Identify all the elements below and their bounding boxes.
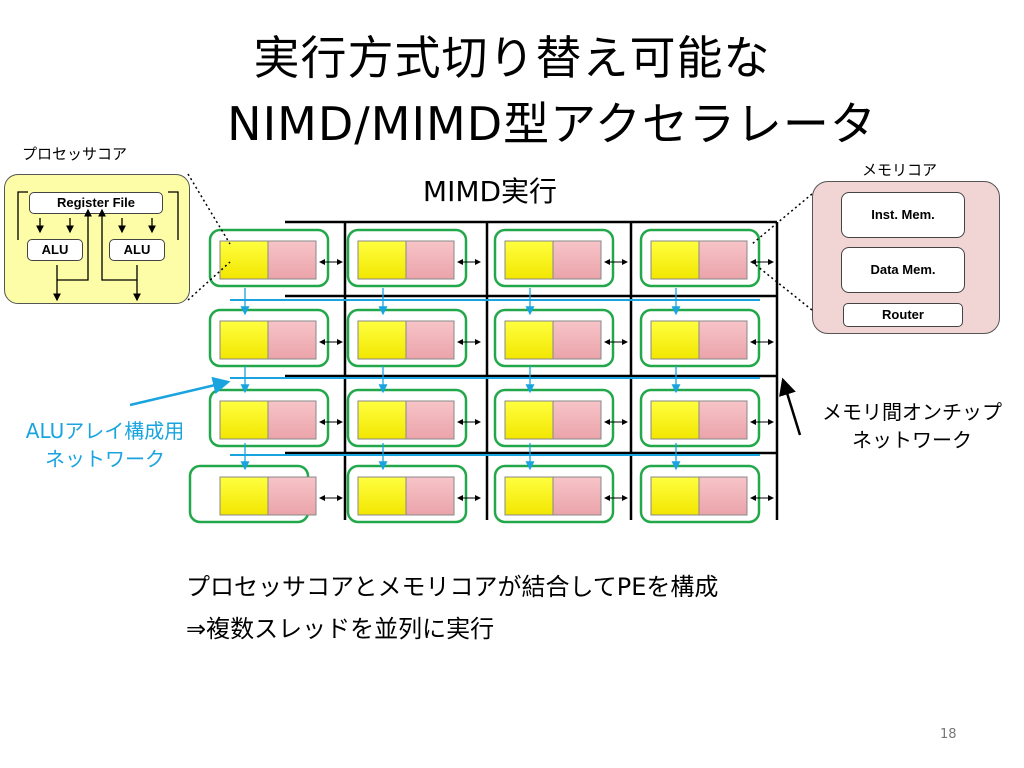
pe-2-3-memory bbox=[698, 400, 748, 440]
pe-0-2-frame bbox=[493, 228, 615, 288]
pe-3-2-processor bbox=[504, 476, 554, 516]
register-file-box: Register File bbox=[29, 192, 163, 214]
alu-network-pointer bbox=[129, 376, 231, 407]
pe-1-0-memory bbox=[267, 320, 317, 360]
pe-0-2-memory bbox=[552, 240, 602, 280]
pe-3-2-memory bbox=[552, 476, 602, 516]
pe-1-1-processor bbox=[357, 320, 407, 360]
pe-0-3-frame bbox=[639, 228, 761, 288]
alu-box-right: ALU bbox=[109, 239, 165, 261]
slide-title-line1: 実行方式切り替え可能な bbox=[253, 31, 771, 85]
inst-mem-box: Inst. Mem. bbox=[841, 192, 965, 238]
pe-2-3-frame bbox=[639, 388, 761, 448]
pe-2-0-frame bbox=[208, 388, 330, 448]
memory-core-label: メモリコア bbox=[862, 161, 938, 179]
pe-1-3-memory bbox=[698, 320, 748, 360]
pe-3-3-processor bbox=[650, 476, 700, 516]
pe-1-2-memory bbox=[552, 320, 602, 360]
pe-0-3-memory bbox=[698, 240, 748, 280]
pe-0-2-processor bbox=[504, 240, 554, 280]
pe-2-1-frame bbox=[346, 388, 468, 448]
pe-2-1-processor bbox=[357, 400, 407, 440]
alu-network-label: ALUアレイ構成用 ネットワーク bbox=[0, 417, 210, 473]
pe-0-1-processor bbox=[357, 240, 407, 280]
pe-1-1-frame bbox=[346, 308, 468, 368]
description-line2: ⇒複数スレッドを並列に実行 bbox=[186, 615, 495, 643]
mem-network-pointer bbox=[779, 377, 802, 436]
pe-3-1-memory bbox=[405, 476, 455, 516]
pe-1-0-processor bbox=[219, 320, 269, 360]
pe-0-1-memory bbox=[405, 240, 455, 280]
mem-network-label: メモリ間オンチップ ネットワーク bbox=[800, 398, 1024, 454]
pe-2-0-memory bbox=[267, 400, 317, 440]
pe-1-2-frame bbox=[493, 308, 615, 368]
pe-1-1-memory bbox=[405, 320, 455, 360]
router-box: Router bbox=[843, 303, 963, 327]
processor-core-detail: Register File ALU ALU bbox=[4, 174, 190, 304]
pe-3-0-processor bbox=[219, 476, 269, 516]
pe-3-1-frame bbox=[346, 464, 468, 524]
pe-2-3-processor bbox=[650, 400, 700, 440]
mem-network-label-line1: メモリ間オンチップ bbox=[822, 400, 1002, 424]
pe-2-2-frame bbox=[493, 388, 615, 448]
memory-core-detail: Inst. Mem. Data Mem. Router bbox=[812, 181, 1000, 334]
pe-0-3-processor bbox=[650, 240, 700, 280]
processor-core-wiring bbox=[17, 191, 179, 302]
pe-3-3-memory bbox=[698, 476, 748, 516]
pe-1-2-processor bbox=[504, 320, 554, 360]
processor-core-label: プロセッサコア bbox=[22, 145, 128, 163]
pe-0-0-frame bbox=[208, 228, 330, 288]
description-line1: プロセッサコアとメモリコアが結合してPEを構成 bbox=[186, 573, 719, 601]
alu-network-label-line1: ALUアレイ構成用 bbox=[25, 419, 185, 443]
execution-mode-subtitle: MIMD実行 bbox=[422, 175, 558, 208]
pe-2-1-memory bbox=[405, 400, 455, 440]
pe-1-3-processor bbox=[650, 320, 700, 360]
pe-3-2-frame bbox=[493, 464, 615, 524]
slide-title-line2: NIMD/MIMD型アクセラレータ bbox=[227, 97, 877, 151]
pe-3-0-memory bbox=[267, 476, 317, 516]
mem-network-label-line2: ネットワーク bbox=[852, 428, 972, 452]
pe-1-3-frame bbox=[639, 308, 761, 368]
pe-0-1-frame bbox=[346, 228, 468, 288]
pe-2-2-memory bbox=[552, 400, 602, 440]
pe-0-0-memory bbox=[267, 240, 317, 280]
pe-0-0-processor bbox=[219, 240, 269, 280]
data-mem-box: Data Mem. bbox=[841, 247, 965, 293]
pe-1-0-frame bbox=[208, 308, 330, 368]
page-number: 18 bbox=[940, 727, 957, 742]
pe-2-2-processor bbox=[504, 400, 554, 440]
pe-3-1-processor bbox=[357, 476, 407, 516]
pe-3-3-frame bbox=[639, 464, 761, 524]
alu-network-label-line2: ネットワーク bbox=[45, 447, 165, 471]
alu-box-left: ALU bbox=[27, 239, 83, 261]
pe-2-0-processor bbox=[219, 400, 269, 440]
